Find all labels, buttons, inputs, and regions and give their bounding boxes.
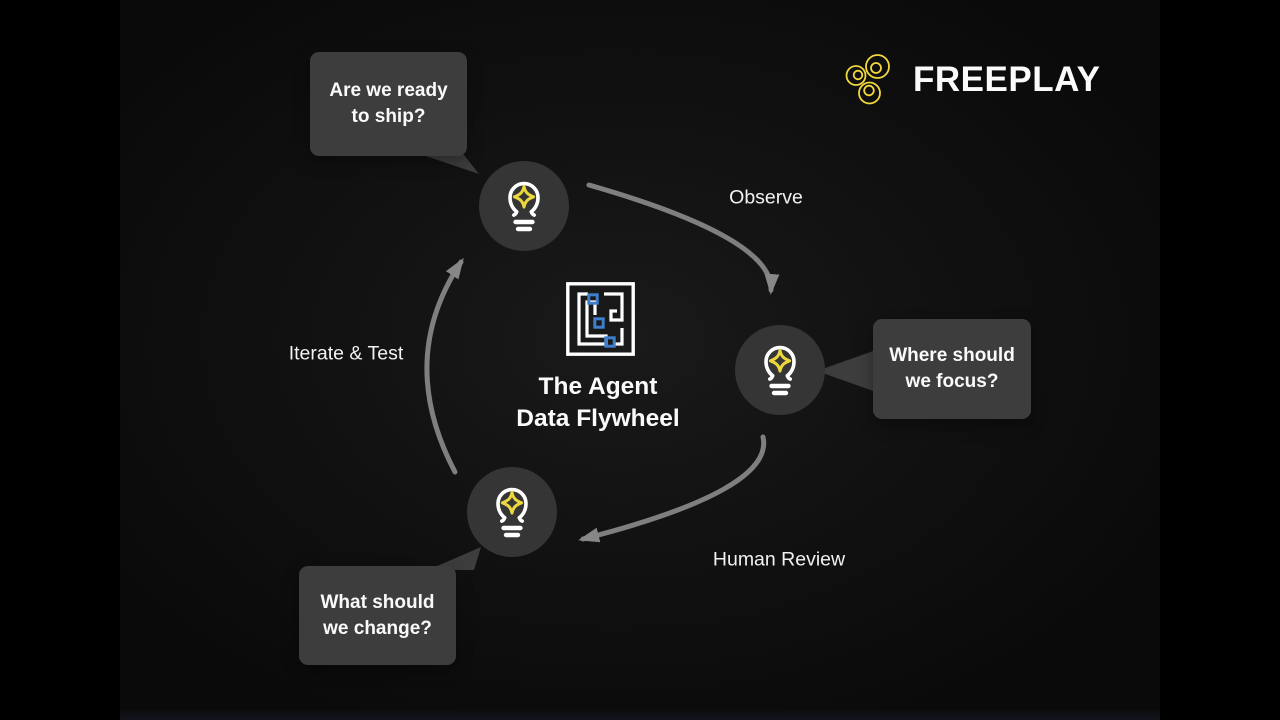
bubble-line: Where should [889, 345, 1015, 366]
brand-lockup: FREEPLAY [843, 52, 1100, 108]
edge-label-observe: Observe [729, 186, 803, 209]
edge-label-human-review: Human Review [712, 548, 846, 571]
bubble-tail-change [428, 547, 481, 570]
bubble-ready-to-ship: Are we ready to ship? [310, 52, 467, 156]
bubble-line: we focus? [905, 371, 999, 392]
edge-label-iterate-test: Iterate & Test [288, 342, 404, 365]
node-ship [479, 161, 569, 251]
lightbulb-sparkle-icon [764, 345, 796, 396]
diagram-title: The Agent Data Flywheel [516, 371, 679, 435]
letterbox-right [1160, 0, 1280, 720]
arrow-iterate-test [424, 257, 464, 475]
lightbulb-sparkle-icon [496, 487, 528, 538]
bubble-line: we change? [323, 617, 432, 639]
diagram-title-line2: Data Flywheel [516, 405, 680, 432]
bubble-line: to ship? [351, 106, 426, 127]
bubble-line: Are we ready [329, 80, 448, 101]
lightbulb-sparkle-icon [508, 181, 540, 232]
bubble-line: What should [320, 591, 435, 613]
bubble-tail-ship [408, 150, 479, 174]
freeplay-clover-icon [845, 54, 890, 105]
arrow-human-review [578, 434, 767, 543]
brand-wordmark: FREEPLAY [913, 60, 1101, 99]
bubble-where-focus: Where should we focus? [873, 319, 1031, 419]
node-change [467, 467, 557, 557]
node-focus [735, 325, 825, 415]
bubble-tail-focus [817, 350, 876, 392]
arrow-observe [586, 182, 780, 295]
maze-icon [566, 282, 635, 361]
diagram-title-line1: The Agent [538, 373, 658, 400]
bubble-what-change: What should we change? [299, 566, 456, 665]
letterbox-left [0, 0, 120, 720]
